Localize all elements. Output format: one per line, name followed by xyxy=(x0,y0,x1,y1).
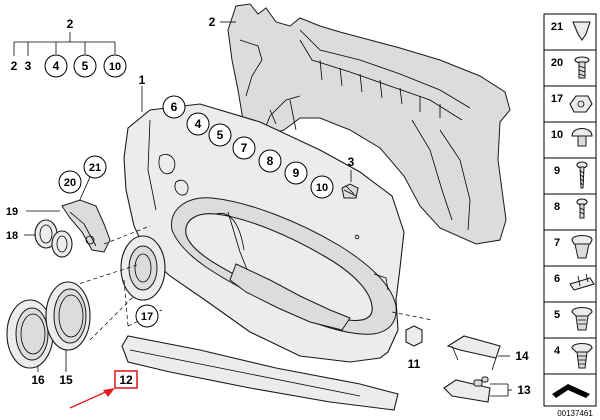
legend-label-17: 17 xyxy=(551,93,563,105)
legend-cell-21[interactable] xyxy=(543,13,597,51)
callout-9[interactable]: 9 xyxy=(293,166,300,180)
legend-label-9: 9 xyxy=(554,165,560,177)
callout-4[interactable]: 4 xyxy=(195,117,202,131)
part-14-bracket[interactable] xyxy=(446,335,501,371)
screw-icon-8 xyxy=(576,198,588,219)
legend-label-6: 6 xyxy=(554,273,560,285)
retainer-clip-icon-6 xyxy=(569,273,595,291)
callout-2-sub-10[interactable]: 10 xyxy=(109,61,121,73)
callout-circle-10 xyxy=(103,54,127,78)
part-1-door-panel[interactable] xyxy=(123,103,405,363)
callout-13[interactable]: 13 xyxy=(517,383,531,397)
push-rivet-icon xyxy=(572,21,591,41)
part-16-ring[interactable] xyxy=(6,299,54,369)
callout-11[interactable]: 11 xyxy=(408,357,421,371)
callout-2-part[interactable]: 2 xyxy=(209,15,216,29)
part-15-ring[interactable] xyxy=(45,281,91,351)
callout-tree-2: 2 2 3 4 5 10 xyxy=(11,17,127,78)
legend-label-5: 5 xyxy=(554,309,560,321)
callout-16[interactable]: 16 xyxy=(31,373,45,387)
clip-nut-icon-17 xyxy=(569,95,593,113)
highlight-box-12 xyxy=(114,370,138,389)
legend-cell-10[interactable] xyxy=(543,121,597,159)
callout-21[interactable]: 21 xyxy=(89,162,101,174)
callout-5[interactable]: 5 xyxy=(217,128,224,142)
part-11-endcap[interactable] xyxy=(405,325,423,347)
callout-2-sub-5[interactable]: 5 xyxy=(82,59,89,73)
red-arrow-head-icon xyxy=(103,388,115,397)
diagram-id: 00137461 xyxy=(557,409,593,418)
panel-symbol-icon xyxy=(552,384,590,398)
callout-2-sub-4[interactable]: 4 xyxy=(53,59,60,73)
legend-label-10: 10 xyxy=(551,129,563,141)
callout-7[interactable]: 7 xyxy=(241,141,248,155)
callout-10[interactable]: 10 xyxy=(316,182,328,194)
callout-circle-5 xyxy=(73,54,97,78)
grommet-clip-icon-5 xyxy=(571,306,593,331)
cap-icon-10 xyxy=(571,127,593,147)
screw-icon-9 xyxy=(576,161,588,189)
callout-19[interactable]: 19 xyxy=(6,206,18,218)
callout-6[interactable]: 6 xyxy=(171,100,178,114)
callout-2-sub-3[interactable]: 3 xyxy=(25,59,32,73)
legend-cell-4[interactable] xyxy=(543,337,597,375)
legend-cell-8[interactable] xyxy=(543,193,597,231)
callout-17[interactable]: 17 xyxy=(141,311,153,323)
part-speaker-ring[interactable] xyxy=(120,235,166,301)
expansion-clip-icon-7 xyxy=(571,234,593,259)
part-3-clip[interactable] xyxy=(341,183,359,199)
part-19-handle[interactable] xyxy=(61,199,111,253)
legend-label-7: 7 xyxy=(554,237,560,249)
callout-18[interactable]: 18 xyxy=(6,230,18,242)
legend-label-21: 21 xyxy=(551,21,563,33)
fir-tree-clip-icon-4 xyxy=(571,342,593,369)
legend-label-20: 20 xyxy=(551,57,563,69)
legend-cell-5[interactable] xyxy=(543,301,597,339)
callout-row-fasteners: 6 4 5 7 8 9 10 xyxy=(162,95,334,199)
callout-3[interactable]: 3 xyxy=(348,155,355,169)
part-18-bezel[interactable] xyxy=(34,219,73,258)
legend-label-4: 4 xyxy=(554,345,561,357)
screw-icon-20 xyxy=(574,56,590,79)
callout-14[interactable]: 14 xyxy=(515,349,529,363)
red-arrow-shaft xyxy=(69,389,111,409)
callout-circle-4 xyxy=(44,54,68,78)
callout-1[interactable]: 1 xyxy=(139,73,146,87)
callout-12[interactable]: 12 xyxy=(119,373,133,387)
part-12-trim-strip[interactable] xyxy=(121,335,399,411)
callout-15[interactable]: 15 xyxy=(59,373,73,387)
legend-cell-9[interactable] xyxy=(543,157,597,195)
callout-2-sub-2[interactable]: 2 xyxy=(11,59,18,73)
callout-8[interactable]: 8 xyxy=(267,154,274,168)
callout-20[interactable]: 20 xyxy=(64,177,76,189)
callout-2-top[interactable]: 2 xyxy=(67,17,74,31)
legend-column: 21 20 17 10 9 8 xyxy=(543,13,597,407)
legend-label-8: 8 xyxy=(554,201,560,213)
part-13-switch[interactable] xyxy=(443,376,491,403)
